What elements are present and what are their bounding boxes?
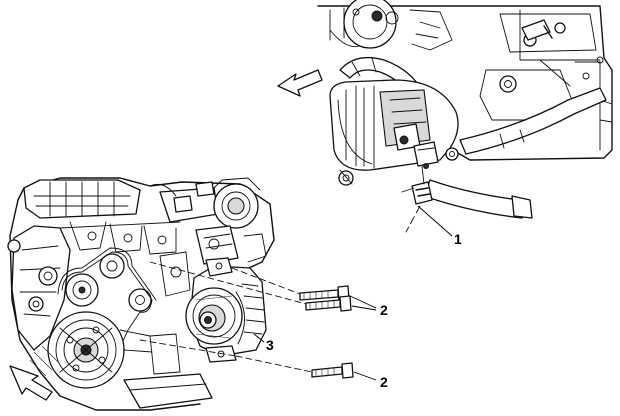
callout-label: 1 (454, 231, 462, 247)
callout-2-lower: 2 (353, 371, 388, 390)
generator-alternator (185, 257, 267, 363)
engine-assembly (7, 177, 275, 411)
callout-label: 2 (380, 374, 388, 390)
callout-1: 1 (417, 205, 462, 247)
front-of-vehicle-arrow-upper (277, 69, 323, 97)
callout-2-upper: 2 (349, 295, 388, 318)
front-of-vehicle-arrow-lower (9, 365, 53, 401)
detail-view-harness-connector (317, 0, 613, 233)
generator-bolts (139, 261, 354, 379)
callout-3: 3 (253, 333, 274, 353)
callout-label: 2 (380, 302, 388, 318)
callout-label: 3 (266, 337, 274, 353)
